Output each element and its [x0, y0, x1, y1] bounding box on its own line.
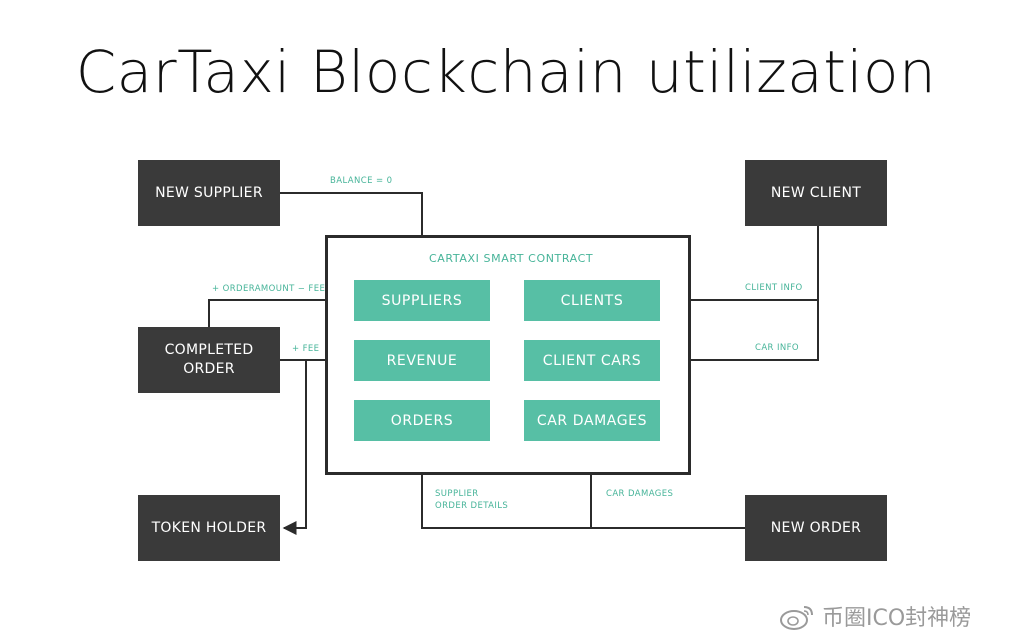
table-car-damages: CAR DAMAGES [524, 400, 660, 441]
edge-label-balance: BALANCE = 0 [330, 176, 393, 186]
edge-label-supplier-order-details: SUPPLIER ORDER DETAILS [435, 489, 509, 511]
node-new-client: NEW CLIENT [745, 160, 887, 226]
node-completed-order: COMPLETED ORDER [138, 327, 280, 393]
weibo-icon [780, 606, 813, 630]
edge-order-token-holder [282, 360, 307, 535]
edge-label-car-info: CAR INFO [755, 343, 800, 353]
edge-label-car-damages: CAR DAMAGES [606, 489, 674, 499]
table-revenue: REVENUE [354, 340, 490, 381]
page-title: CarTaxi Blockchain utilization [75, 38, 937, 106]
edge-label-fee: + FEE [292, 344, 320, 354]
edge-new-client-cars [662, 300, 819, 367]
watermark-text: 币圈ICO封神榜 [822, 606, 972, 631]
smart-contract-label: CARTAXI SMART CONTRACT [429, 252, 594, 265]
node-new-order: NEW ORDER [745, 495, 887, 561]
edge-label-client-info: CLIENT INFO [745, 283, 803, 293]
watermark: 币圈ICO封神榜 [778, 598, 1008, 634]
node-new-supplier: NEW SUPPLIER [138, 160, 280, 226]
table-suppliers: SUPPLIERS [354, 280, 490, 321]
node-token-holder: TOKEN HOLDER [138, 495, 280, 561]
table-client-cars: CLIENT CARS [524, 340, 660, 381]
edge-order-suppliers [208, 293, 354, 327]
table-orders: ORDERS [354, 400, 490, 441]
edge-label-orderamount-fee: + ORDERAMOUNT − FEE [212, 284, 326, 294]
table-clients: CLIENTS [524, 280, 660, 321]
